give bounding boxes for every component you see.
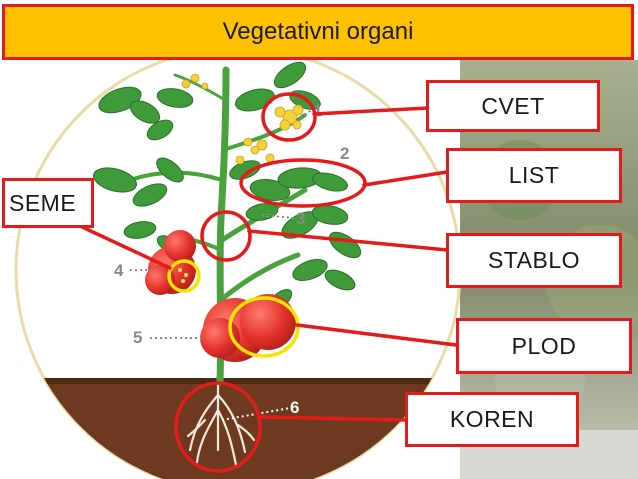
list-highlight (239, 158, 367, 208)
slide-title: Vegetativni organi (222, 18, 414, 45)
seme-highlight (167, 259, 201, 293)
number-5: 5 (133, 328, 142, 347)
label-seme-text: SEME (9, 189, 77, 216)
label-list: LIST (446, 148, 622, 203)
number-6: 6 (290, 398, 299, 417)
number-leaders-dark (130, 109, 313, 339)
label-stablo: STABLO (446, 233, 622, 288)
label-seme: SEME (2, 178, 94, 228)
title-bar: Vegetativni organi (2, 4, 634, 60)
leaves (93, 61, 362, 311)
connector-lines (78, 106, 458, 422)
label-cvet: CVET (426, 80, 600, 132)
number-2: 2 (340, 144, 349, 163)
label-koren: KOREN (405, 392, 579, 447)
number-4: 4 (114, 261, 124, 280)
cvet-highlight (261, 92, 317, 142)
label-koren-text: KOREN (449, 406, 535, 432)
label-plod-text: PLOD (511, 332, 577, 359)
roots (186, 378, 256, 467)
number-3: 3 (296, 209, 305, 228)
flowers (181, 73, 304, 165)
number-1: 1 (313, 101, 322, 120)
koren-highlight (174, 381, 262, 473)
label-plod: PLOD (456, 318, 632, 374)
plod-highlight (228, 296, 300, 358)
label-list-text: LIST (508, 162, 560, 188)
fruits (145, 230, 296, 362)
stablo-highlight (200, 210, 252, 262)
label-cvet-text: CVET (481, 92, 545, 119)
label-stablo-text: STABLO (487, 247, 581, 273)
highlight-ellipses (167, 92, 367, 473)
